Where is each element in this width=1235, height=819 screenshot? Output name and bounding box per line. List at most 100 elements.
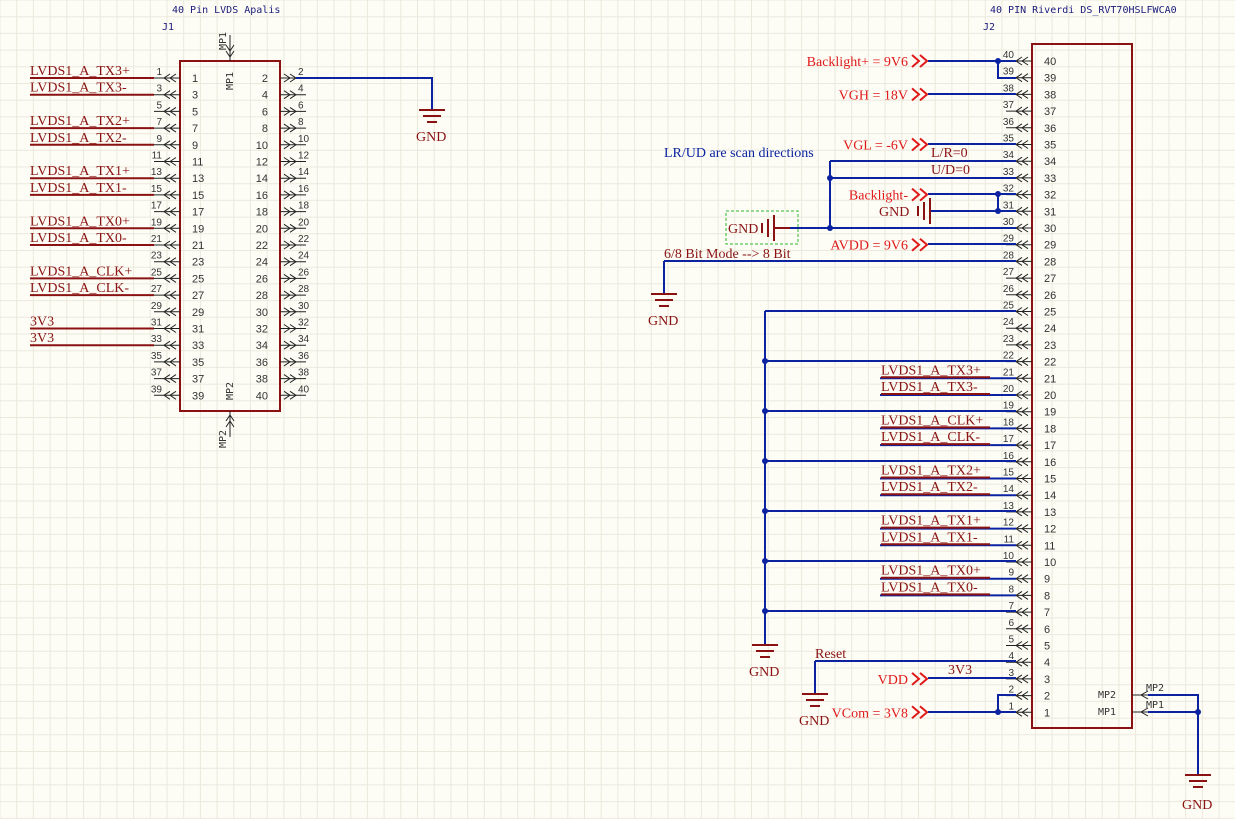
port-40[interactable]: Backlight+ = 9V6	[807, 54, 929, 70]
j2-pin-5[interactable]: 55	[1006, 635, 1050, 653]
gnd-symbol-mp[interactable]: GND	[1182, 774, 1212, 813]
j1-net-33[interactable]: 3V3	[30, 331, 154, 347]
j2-pin-4[interactable]: 44	[1006, 651, 1050, 669]
j1-pin2-wire[interactable]	[296, 77, 433, 110]
j1-net-21[interactable]: LVDS1_A_TX0-	[30, 231, 154, 246]
j1-net-27[interactable]: LVDS1_A_CLK-	[30, 281, 154, 297]
j2-lvds-net-8[interactable]: LVDS1_A_TX0-	[880, 580, 1016, 597]
port-29[interactable]: AVDD = 9V6	[830, 237, 929, 254]
wire-pin39[interactable]	[997, 61, 1016, 79]
j1-net-13[interactable]: LVDS1_A_TX1+	[30, 164, 154, 180]
gnd-symbol-reset[interactable]: GND	[799, 693, 829, 729]
j1-net-1[interactable]: LVDS1_A_TX3+	[30, 64, 154, 79]
j1-pin-9[interactable]: 99	[154, 134, 198, 152]
j1-net-25[interactable]: LVDS1_A_CLK+	[30, 264, 154, 280]
j2-lvds-net-21[interactable]: LVDS1_A_TX3+	[880, 363, 1016, 380]
port-3[interactable]: VDD	[878, 672, 929, 688]
port-38[interactable]: VGH = 18V	[839, 87, 929, 103]
j2-pin-6[interactable]: 66	[1006, 618, 1050, 636]
j1-net-3[interactable]: LVDS1_A_TX3-	[30, 81, 154, 96]
j1-mp1-pin[interactable]	[225, 35, 235, 61]
j2-body[interactable]	[1031, 43, 1133, 729]
j2-pin-1[interactable]: 11	[1006, 701, 1050, 719]
j1-pin-5[interactable]: 55	[154, 100, 198, 118]
port-35[interactable]: VGL = -6V	[843, 137, 929, 154]
j1-pin-8[interactable]: 88	[262, 117, 306, 135]
j1-pin-4[interactable]: 44	[262, 84, 306, 102]
j1-pin-6[interactable]: 66	[262, 100, 306, 118]
j1-net-19[interactable]: LVDS1_A_TX0+	[30, 214, 154, 230]
gnd-symbol-pin31[interactable]: GND	[879, 198, 931, 224]
j2-lvds-net-20[interactable]: LVDS1_A_TX3-	[880, 380, 1016, 396]
j1-gnd-symbol[interactable]: GND	[416, 109, 446, 145]
j1-net-15[interactable]: LVDS1_A_TX1-	[30, 181, 154, 196]
j1-pin-3[interactable]: 33	[154, 84, 198, 102]
j2-lvds-net-18[interactable]: LVDS1_A_CLK+	[880, 413, 1016, 430]
j2-pin-2[interactable]: 22	[1006, 685, 1050, 703]
wire-pin2[interactable]	[997, 694, 1016, 712]
j2-lvds-net-11[interactable]: LVDS1_A_TX1-	[880, 530, 1016, 547]
j2-pin-3[interactable]: 33	[1006, 668, 1050, 686]
j2-lvds-net-14[interactable]: LVDS1_A_TX2-	[880, 480, 1016, 497]
gnd-symbol-pin30[interactable]: GND	[725, 210, 799, 245]
wire-mp2[interactable]	[1148, 694, 1199, 775]
gnd-symbol-bus[interactable]: GND	[749, 644, 779, 680]
j2-lvds-net-15[interactable]: LVDS1_A_TX2+	[880, 464, 1016, 480]
j1-net-9[interactable]: LVDS1_A_TX2-	[30, 131, 154, 146]
j2-pin-7[interactable]: 77	[1006, 601, 1050, 619]
j2-lvds-net-9[interactable]: LVDS1_A_TX0+	[880, 564, 1016, 580]
j1-mp2-pin[interactable]	[225, 411, 235, 437]
j2-lvds-net-12[interactable]: LVDS1_A_TX1+	[880, 514, 1016, 530]
